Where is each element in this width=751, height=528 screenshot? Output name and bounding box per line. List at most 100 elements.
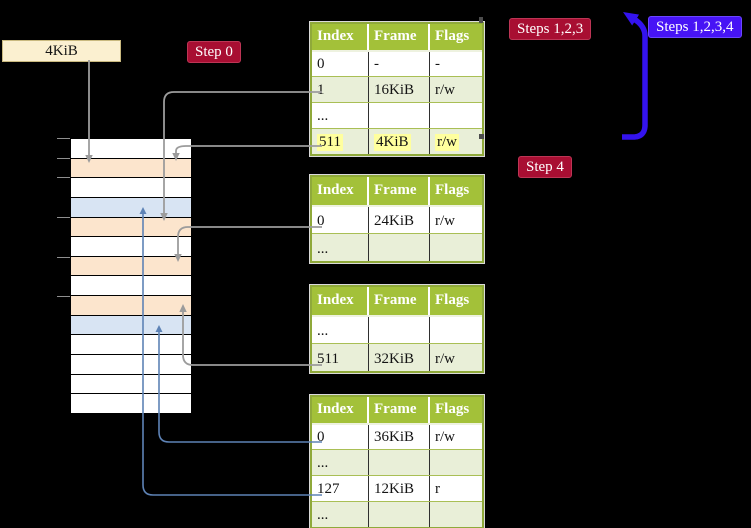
memory-row-white: [71, 374, 191, 395]
table-row: 511 32KiB r/w: [312, 343, 482, 371]
table-cell: [369, 502, 430, 527]
table-cell: [430, 234, 482, 261]
column-header: Index: [312, 177, 369, 205]
table-cell: 4KiB: [369, 129, 430, 154]
cell-text: -: [435, 56, 440, 72]
page-size-label: 4KiB: [2, 40, 121, 62]
memory-row-white: [71, 355, 191, 375]
column-header: Flags: [435, 401, 470, 417]
cell-text: 24KiB: [374, 213, 415, 229]
table-cell: r/w: [430, 129, 482, 154]
address-tick: [57, 158, 70, 159]
table-cell: [430, 317, 482, 343]
table-cell: [369, 450, 430, 475]
table-cell: ...: [312, 450, 369, 475]
memory-row-white: [71, 139, 191, 159]
table-cell: ...: [312, 103, 369, 128]
table-cell: 16KiB: [369, 77, 430, 102]
table-row: 1 16KiB r/w: [312, 76, 482, 102]
cell-text: ...: [317, 241, 329, 257]
cell-text: 511: [317, 134, 343, 151]
cell-text: r/w: [435, 82, 455, 98]
cell-text: 32KiB: [374, 351, 415, 367]
column-header: Index: [312, 397, 369, 423]
table-cell: ...: [312, 234, 369, 261]
column-header: Flags: [435, 182, 470, 198]
cell-text: r: [435, 481, 440, 497]
table-row: ...: [312, 315, 482, 343]
cell-text: ...: [317, 108, 329, 124]
cell-text: 1: [317, 82, 325, 98]
table-cell: [430, 103, 482, 128]
table-cell: 511: [312, 344, 369, 371]
table-cell: [369, 103, 430, 128]
table-cell: [369, 234, 430, 261]
address-tick: [57, 217, 70, 218]
table-row: 0 36KiB r/w: [312, 423, 482, 449]
table-row: 0--: [312, 50, 482, 76]
table-cell: 0: [312, 425, 369, 449]
cell-text: 0: [317, 429, 325, 445]
table-cell: [430, 450, 482, 475]
table-cell: 127: [312, 476, 369, 501]
table-cell: 36KiB: [369, 425, 430, 449]
cell-text: ...: [317, 507, 329, 523]
table-cell: 12KiB: [369, 476, 430, 501]
table-cell: -: [369, 52, 430, 76]
column-header: Index: [312, 287, 369, 315]
table-cell: 0: [312, 52, 369, 76]
table-cell: r/w: [430, 207, 482, 233]
memory-row-white: [71, 178, 191, 198]
badge-steps-1-2-3: Steps 1,2,3: [509, 18, 592, 40]
table-cell: ...: [312, 317, 369, 343]
memory-row-peach: [71, 256, 191, 277]
table-row: 511 4KiB r/w: [312, 128, 482, 154]
address-tick: [57, 138, 70, 139]
cell-text: r/w: [435, 351, 455, 367]
table-cell: 511: [312, 129, 369, 154]
table-cell: r/w: [430, 425, 482, 449]
table-cell: [430, 502, 482, 527]
memory-row-blue: [71, 197, 191, 218]
physical-memory-stack: [70, 138, 192, 414]
table-row: ...: [312, 501, 482, 527]
memory-row-white: [71, 394, 191, 413]
column-header: Frame: [369, 397, 430, 423]
table-cell: [369, 317, 430, 343]
table-cell: 32KiB: [369, 344, 430, 371]
memory-row-blue: [71, 315, 191, 336]
cell-text: r/w: [435, 213, 455, 229]
address-tick: [57, 177, 70, 178]
memory-row-white: [71, 237, 191, 257]
arrow-table3-index511-to-frame: [179, 304, 322, 366]
badge-steps-1-2-3-4: Steps 1,2,3,4: [648, 16, 742, 38]
table-row: 127 12KiB r: [312, 475, 482, 501]
column-header: Flags: [435, 28, 470, 44]
memory-row-peach: [71, 158, 191, 179]
arrow-table1-index511-to-frame: [172, 145, 322, 161]
table-cell: 24KiB: [369, 207, 430, 233]
memory-row-white: [71, 276, 191, 297]
column-header: Frame: [369, 177, 430, 205]
table-cell: 1: [312, 77, 369, 102]
table-row: 0 24KiB r/w: [312, 205, 482, 233]
cell-text: 4KiB: [374, 134, 411, 151]
table-cell: ...: [312, 502, 369, 527]
cell-text: 36KiB: [374, 429, 415, 445]
cell-text: 127: [317, 481, 340, 497]
badge-step-0: Step 0: [187, 41, 241, 63]
table-cell: r: [430, 476, 482, 501]
cell-text: 16KiB: [374, 82, 415, 98]
table-cell: 0: [312, 207, 369, 233]
memory-row-white: [71, 335, 191, 356]
table-cell: -: [430, 52, 482, 76]
cell-text: -: [374, 56, 379, 72]
memory-row-peach: [71, 296, 191, 316]
badge-step-4: Step 4: [518, 156, 572, 178]
column-header: Frame: [369, 287, 430, 315]
